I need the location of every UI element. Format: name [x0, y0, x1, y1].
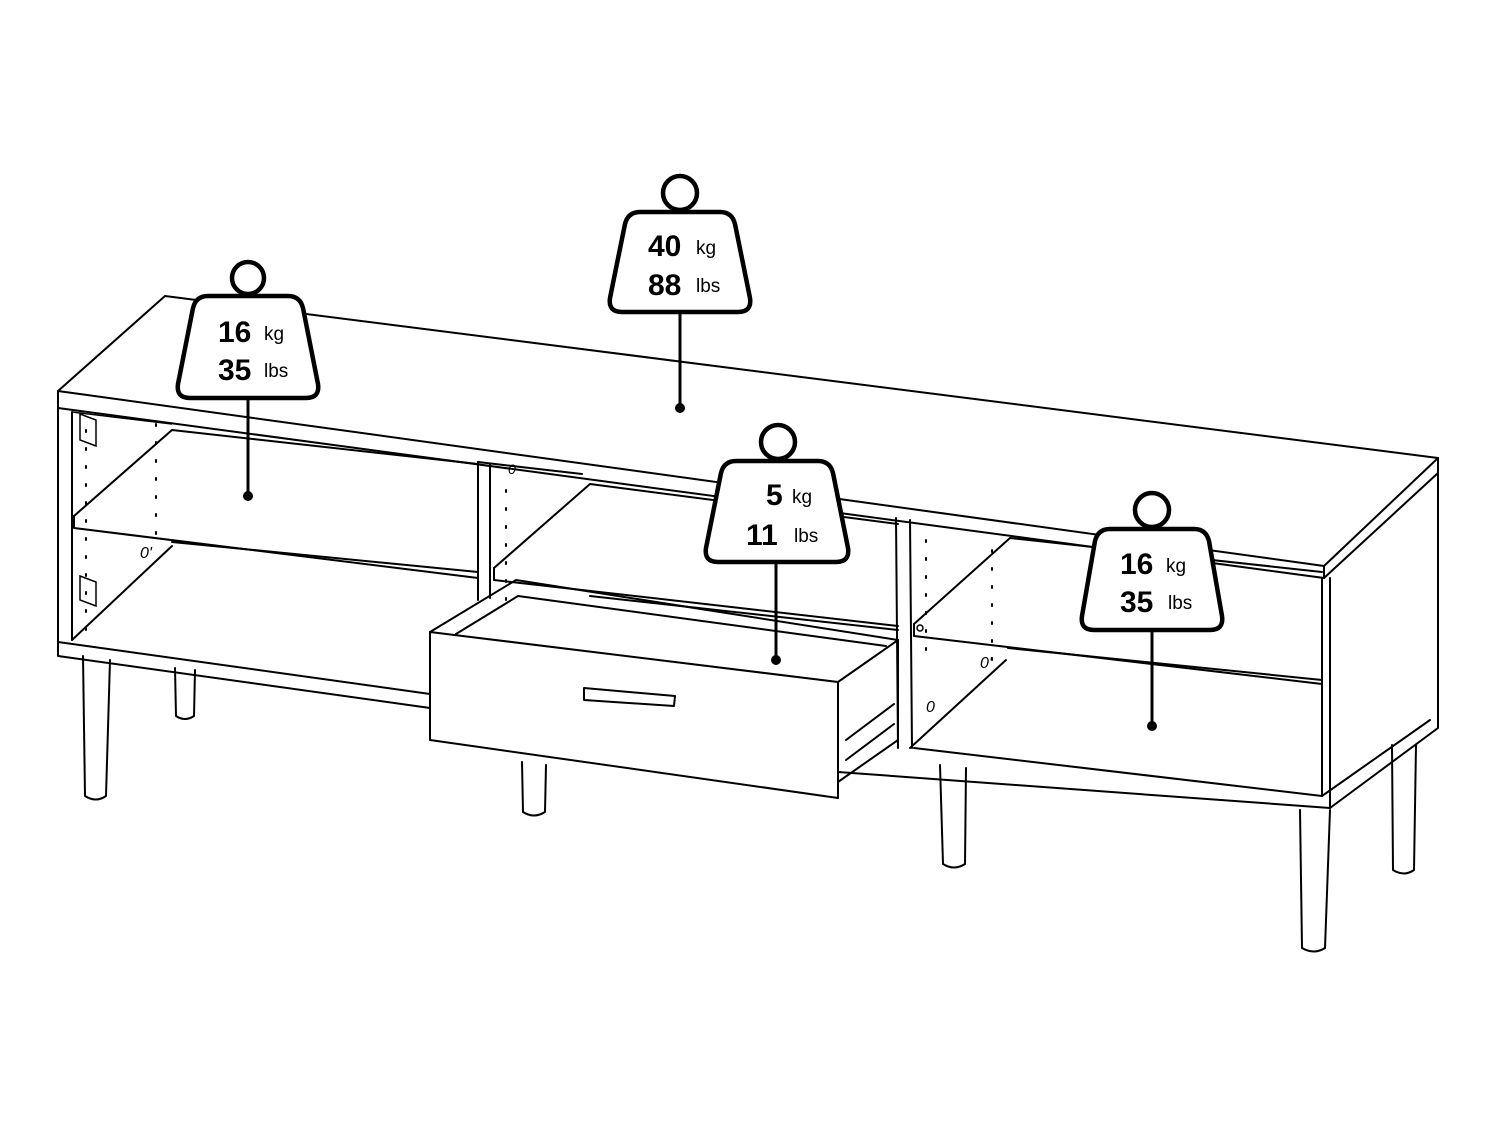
weight-lbs-value: 11 [746, 519, 778, 552]
weight-kg-unit: kg [696, 238, 716, 259]
cabinet-body [57, 407, 1439, 809]
weight-kg-unit: kg [792, 487, 812, 508]
weight-kg-value: 16 [1120, 548, 1153, 581]
weight-lbs-value: 35 [1120, 586, 1153, 619]
weight-lbs-unit: lbs [1168, 593, 1192, 614]
weight-lbs-unit: lbs [264, 361, 288, 382]
shelf-pin-holes: 0' 0' 0 0 [79, 412, 993, 716]
weight-kg-unit: kg [264, 324, 284, 345]
drawer-handle [583, 687, 676, 707]
weight-badge-left-shelf: 16 kg 35 lbs [175, 259, 321, 501]
right-shelf [913, 537, 1323, 797]
legs [82, 655, 1417, 953]
weight-badge-right-shelf: 16 kg 35 lbs [1079, 490, 1225, 731]
left-shelf [73, 429, 479, 579]
svg-text:0': 0' [140, 545, 153, 562]
weight-lbs-unit: lbs [794, 526, 818, 547]
weight-kg-value: 5 [766, 479, 783, 512]
svg-text:0: 0 [508, 461, 516, 477]
drawer [429, 579, 899, 799]
weight-lbs-value: 35 [218, 354, 251, 387]
weight-kg-unit: kg [1166, 556, 1186, 577]
weight-kg-value: 16 [218, 316, 251, 349]
weight-lbs-value: 88 [648, 269, 681, 302]
weight-lbs-unit: lbs [696, 276, 720, 297]
svg-text:0: 0 [926, 699, 935, 716]
weight-badge-drawer: 5 kg 11 lbs [703, 422, 851, 665]
weight-badge-top: 40 kg 88 lbs [607, 173, 753, 413]
weight-kg-value: 40 [648, 230, 681, 263]
svg-text:0': 0' [980, 655, 993, 672]
